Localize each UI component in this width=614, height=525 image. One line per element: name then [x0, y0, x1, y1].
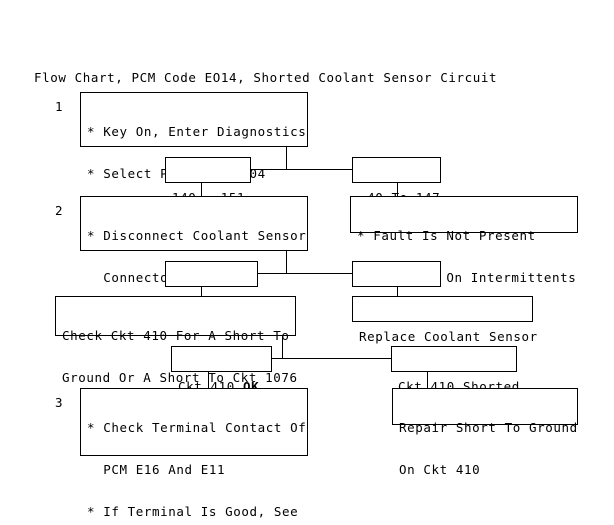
box-replace-coolant-sensor-label: Replace Coolant Sensor [359, 329, 538, 344]
box-step-1: * Key On, Enter Diagnostics * Select PCM… [80, 92, 308, 223]
box-repair-short-line-1: Repair Short To Ground [399, 420, 578, 435]
box-step-2-line-1: * Disconnect Coolant Sensor [87, 228, 307, 243]
box-repair-short-line-2: On Ckt 410 [399, 462, 481, 477]
connector-split-1 [250, 169, 353, 170]
box-branch2-left: 151 To -34 [165, 261, 258, 309]
step-number-3: 3 [55, 395, 63, 410]
step-number-2: 2 [55, 203, 63, 218]
box-replace-coolant-sensor: Replace Coolant Sensor [352, 296, 537, 344]
connector-split-3 [272, 358, 392, 359]
connector-step1-down [286, 147, 287, 170]
box-branch1-right: -40 To 147 [352, 157, 441, 205]
connector-step2-down [286, 251, 287, 274]
box-check-ckt-410: Check Ckt 410 For A Short To Ground Or A… [55, 296, 297, 385]
connector-branch1-right-down [397, 183, 398, 196]
box-fault-not-present-line-1: * Fault Is Not Present [357, 228, 536, 243]
connector-branch3-right-down [427, 372, 428, 389]
box-check-ckt-410-line-1: Check Ckt 410 For A Short To [62, 328, 290, 343]
connector-branch2-right-down [397, 287, 398, 297]
step-number-1: 1 [55, 99, 63, 114]
connector-branch1-left-down [201, 183, 202, 196]
connector-split-2 [257, 273, 353, 274]
box-step-3-line-3: * If Terminal Is Good, See [87, 504, 299, 519]
box-step-3: * Check Terminal Contact Of PCM E16 And … [80, 388, 308, 519]
box-branch2-right: -40 To -35 [352, 261, 441, 309]
box-step-2: * Disconnect Coolant Sensor Connector * … [80, 196, 308, 327]
box-step-2-line-2: Connector [87, 270, 177, 285]
connector-check-down [282, 336, 283, 359]
box-branch3-right: Ckt 410 Shorted [391, 346, 519, 394]
box-step-3-line-1: * Check Terminal Contact Of [87, 420, 307, 435]
box-repair-short: Repair Short To Ground On Ckt 410 [392, 388, 578, 477]
connector-branch3-left-down [208, 372, 209, 389]
box-branch3-left: Ckt 410 OK [171, 346, 272, 394]
connector-branch2-left-down [201, 287, 202, 297]
box-step-3-line-2: PCM E16 And E11 [87, 462, 226, 477]
box-fault-not-present: * Fault Is Not Present * See Note On Int… [350, 196, 578, 285]
page-title: Flow Chart, PCM Code EO14, Shorted Coola… [34, 70, 498, 85]
box-step-1-line-1: * Key On, Enter Diagnostics [87, 124, 307, 139]
box-check-ckt-410-line-2: Ground Or A Short To Ckt 1076 [62, 370, 298, 385]
box-branch1-left: 140 - 151 [165, 157, 251, 205]
